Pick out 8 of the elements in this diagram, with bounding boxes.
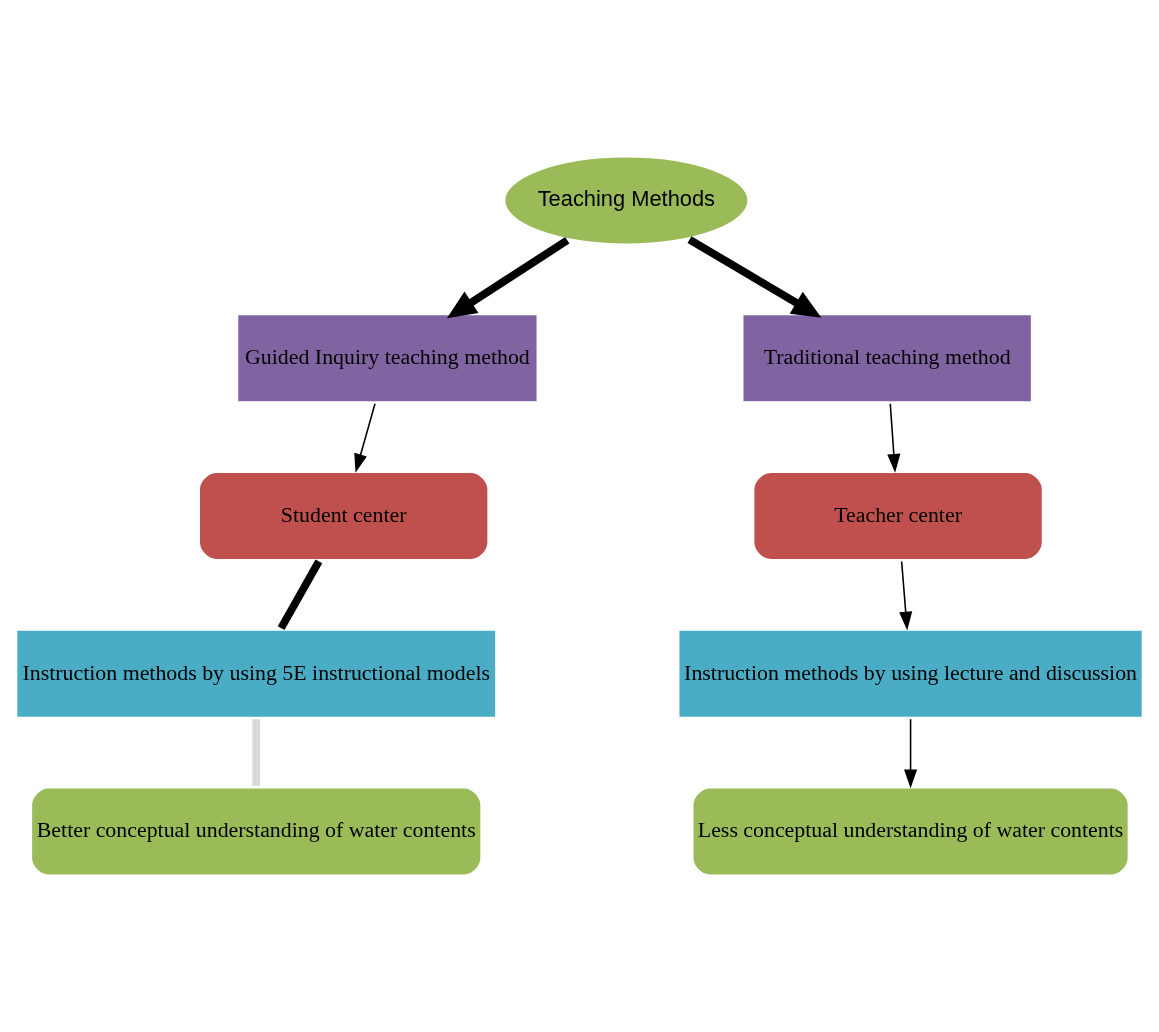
connector	[277, 559, 323, 631]
arrow	[354, 402, 376, 473]
arrow	[899, 560, 913, 631]
arrow	[446, 237, 570, 319]
connector	[252, 719, 261, 786]
arrow	[904, 718, 918, 789]
arrow	[687, 236, 822, 318]
arrow	[887, 402, 901, 473]
